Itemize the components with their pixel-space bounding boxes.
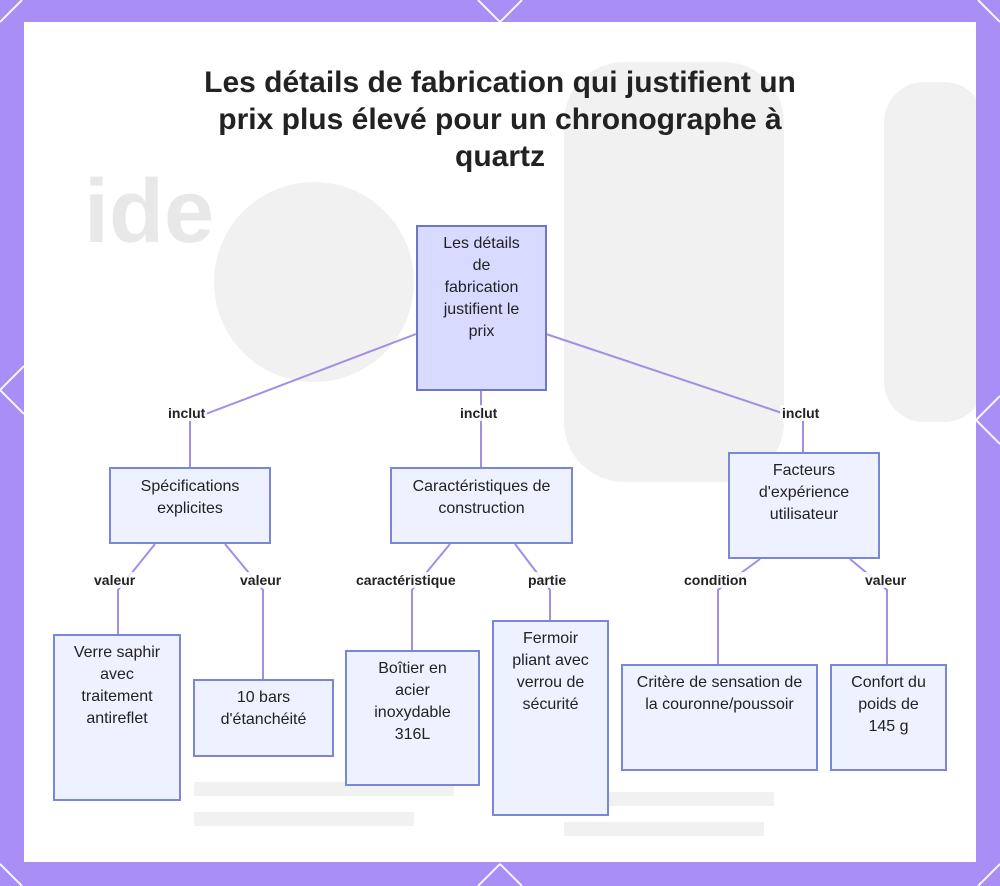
- node-label: Spécifications explicites: [140, 478, 240, 517]
- node-confort[interactable]: Confort du poids de 145 g: [830, 664, 947, 771]
- node-label: Boîtier en acier inoxydable 316L: [374, 660, 451, 743]
- edge-root-spec: [189, 333, 417, 421]
- edge-constr-fermoir: [514, 543, 551, 620]
- node-label: Critère de sensation de la couronne/pous…: [636, 674, 803, 713]
- background-watch-3: [884, 82, 976, 422]
- edge-label: valeur: [863, 572, 909, 588]
- edge-ux-critere: [717, 558, 761, 664]
- node-construction[interactable]: Caractéristiques de construction: [390, 467, 573, 544]
- svg-text:ide: ide: [84, 162, 214, 252]
- node-label: Fermoir pliant avec verrou de sécurité: [512, 630, 589, 713]
- node-experience[interactable]: Facteurs d'expérience utilisateur: [728, 452, 880, 559]
- edge-label: inclut: [166, 405, 208, 421]
- edge-label: caractéristique: [354, 572, 458, 588]
- edge-spec-bars: [224, 543, 264, 679]
- edge-label: partie: [526, 572, 569, 588]
- edge-constr-boitier: [411, 543, 451, 650]
- node-label: 10 bars d'étanchéité: [220, 689, 307, 728]
- edge-label: condition: [682, 572, 749, 588]
- background-watch-1: [214, 182, 414, 382]
- edge-label: valeur: [92, 572, 138, 588]
- node-label: Caractéristiques de construction: [412, 478, 551, 517]
- node-couronne[interactable]: Critère de sensation de la couronne/pous…: [621, 664, 818, 771]
- edge-label: valeur: [238, 572, 284, 588]
- background-watermark: ide: [84, 162, 214, 274]
- root-node[interactable]: Les détails de fabrication justifient le…: [416, 225, 547, 391]
- background-row-3: [604, 792, 774, 806]
- background-watch-2: [564, 62, 784, 482]
- edge-label: inclut: [458, 405, 500, 421]
- node-label: Verre saphir avec traitement antireflet: [73, 644, 161, 727]
- node-fermoir[interactable]: Fermoir pliant avec verrou de sécurité: [492, 620, 609, 816]
- node-etancheite[interactable]: 10 bars d'étanchéité: [193, 679, 334, 757]
- node-label: Facteurs d'expérience utilisateur: [758, 462, 850, 523]
- background-row-2: [194, 812, 414, 826]
- background-row-4: [564, 822, 764, 836]
- node-specifications[interactable]: Spécifications explicites: [109, 467, 271, 544]
- diagram-title: Les détails de fabrication qui justifien…: [204, 66, 796, 173]
- edge-label: inclut: [780, 405, 822, 421]
- edge-spec-verre: [117, 543, 156, 634]
- watermark-glyphs: ide: [84, 162, 214, 262]
- node-verre-saphir[interactable]: Verre saphir avec traitement antireflet: [53, 634, 181, 801]
- root-node-label: Les détails de fabrication justifient le…: [443, 235, 520, 340]
- node-boitier[interactable]: Boîtier en acier inoxydable 316L: [345, 650, 480, 786]
- edge-ux-confort: [849, 558, 888, 664]
- node-label: Confort du poids de 145 g: [851, 674, 926, 735]
- edge-root-ux: [545, 333, 804, 421]
